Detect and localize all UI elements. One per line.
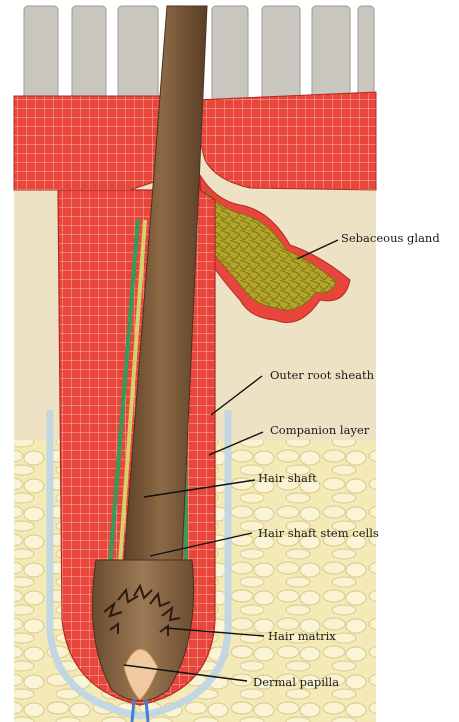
label-hair-shaft-stem-cells: Hair shaft stem cells <box>258 526 379 540</box>
label-hair-shaft: Hair shaft <box>258 471 317 485</box>
label-companion-layer: Companion layer <box>270 423 370 437</box>
label-dermal-papilla: Dermal papilla <box>253 675 339 689</box>
label-outer-root-sheath: Outer root sheath <box>270 368 375 382</box>
epidermis-right <box>195 92 376 190</box>
label-sebaceous-gland: Sebaceous gland <box>341 231 440 245</box>
epidermis-left <box>14 96 165 190</box>
label-hair-matrix: Hair matrix <box>268 629 336 643</box>
